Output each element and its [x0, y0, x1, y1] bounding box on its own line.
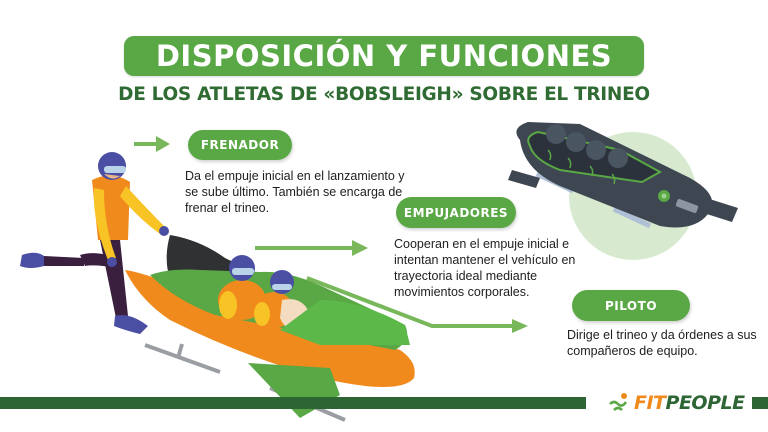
arrow-empujadores: [255, 240, 368, 256]
bottom-bar-left: [0, 397, 586, 409]
role-label-text: FRENADOR: [200, 138, 280, 152]
role-label-text: EMPUJADORES: [403, 205, 509, 220]
logo-text-people: PEOPLE: [665, 392, 746, 414]
title-banner: DISPOSICIÓN Y FUNCIONES: [124, 36, 644, 76]
role-label-text: PILOTO: [604, 298, 658, 313]
bottom-bar-right: [752, 397, 768, 409]
bobsleigh-side-illustration: [125, 235, 415, 422]
role-label-empujadores: EMPUJADORES: [396, 197, 516, 228]
logo-text-fit: FIT: [634, 392, 666, 414]
brakeman-figure-illustration: [20, 152, 169, 334]
role-label-frenador: FRENADOR: [188, 130, 292, 160]
sled-top-view-illustration: [508, 122, 738, 260]
role-description-empujadores: Cooperan en el empuje inicial e intentan…: [394, 237, 576, 299]
arrow-frenador: [134, 136, 170, 152]
page-subtitle: DE LOS ATLETAS DE «BOBSLEIGH» SOBRE EL T…: [118, 84, 650, 105]
runner-icon: [609, 393, 628, 411]
page-title: DISPOSICIÓN Y FUNCIONES: [155, 39, 613, 73]
arrow-piloto: [306, 276, 528, 333]
role-description-frenador: Da el empuje inicial en el lanzamiento y…: [185, 169, 405, 215]
role-description-piloto: Dirige el trineo y da órdenes a sus comp…: [567, 328, 757, 358]
role-label-piloto: PILOTO: [572, 290, 690, 321]
